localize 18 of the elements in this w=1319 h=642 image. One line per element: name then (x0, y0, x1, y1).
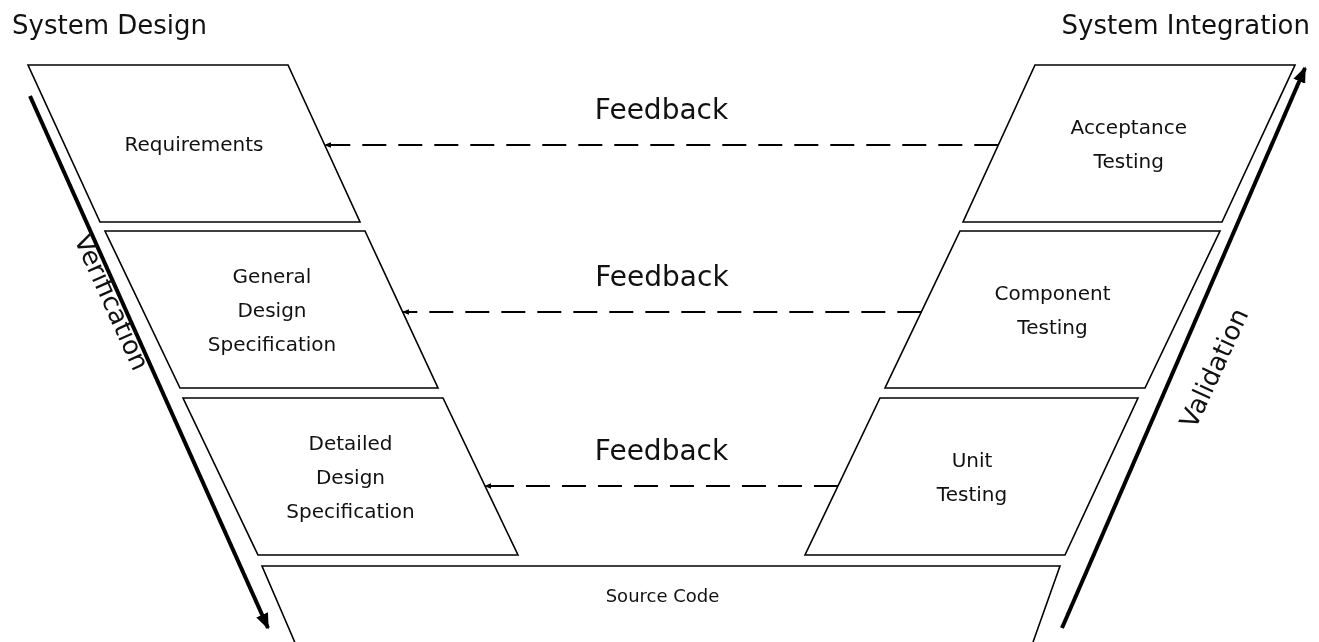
step-label: Source Code (605, 584, 720, 608)
process-parallelogram (183, 398, 518, 555)
heading: System Design (12, 10, 207, 40)
step-label: Requirements (124, 130, 264, 158)
edge-label: Feedback (594, 93, 729, 126)
heading: System Integration (1061, 10, 1310, 40)
step-label: Detailed Design Specification (286, 429, 415, 525)
edge-label: Feedback (595, 260, 729, 293)
process-trapezoid (262, 566, 1060, 642)
step-label: Acceptance Testing (1070, 113, 1187, 175)
step-label: Unit Testing (936, 446, 1008, 508)
process-parallelogram (28, 65, 360, 222)
step-label: Component Testing (994, 279, 1111, 341)
process-parallelogram (805, 398, 1138, 555)
edge-label: Feedback (594, 434, 729, 467)
step-label: General Design Specification (207, 262, 337, 358)
process-parallelogram (963, 65, 1295, 222)
feedback-arrow (484, 483, 839, 489)
